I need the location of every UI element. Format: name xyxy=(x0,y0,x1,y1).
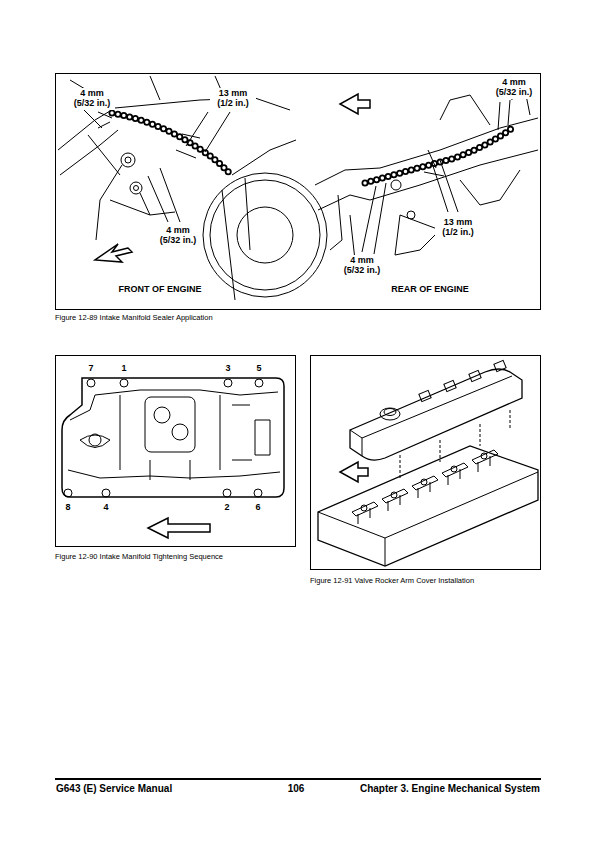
rocker-arm xyxy=(412,476,438,498)
dimension-label: 13 mm (1/2 in.) xyxy=(210,88,256,110)
view-label: REAR OF ENGINE xyxy=(389,284,471,296)
callout-number: 6 xyxy=(254,503,261,513)
figure-caption: Figure 12-90 Intake Manifold Tightening … xyxy=(55,553,223,561)
callout-number: 4 xyxy=(102,503,109,513)
callout-number: 3 xyxy=(224,364,231,374)
footer-text: Chapter 3. Engine Mechanical System xyxy=(360,783,540,794)
rocker-arm xyxy=(352,502,378,524)
dimension-label: 13 mm (1/2 in.) xyxy=(435,217,481,239)
dimension-label: 4 mm (5/32 in.) xyxy=(69,88,115,110)
dimension-label: 4 mm (5/32 in.) xyxy=(491,77,537,99)
callout-number: 7 xyxy=(87,364,94,374)
rocker-nut xyxy=(391,492,397,498)
view-label: FRONT OF ENGINE xyxy=(117,284,204,296)
rocker-arm xyxy=(382,489,408,511)
rocker-nut xyxy=(361,505,367,511)
figure-caption: Figure 12-91 Valve Rocker Arm Cover Inst… xyxy=(310,577,474,585)
callout-number: 2 xyxy=(223,503,230,513)
rocker-arm xyxy=(442,463,468,485)
dimension-label: 4 mm (5/32 in.) xyxy=(339,255,385,277)
rocker-nut xyxy=(481,453,487,459)
rocker-nut xyxy=(421,479,427,485)
callout-number: 8 xyxy=(64,503,71,513)
callout-number: 1 xyxy=(120,364,127,374)
figure-caption: Figure 12-89 Intake Manifold Sealer Appl… xyxy=(55,314,213,322)
footer-text: G643 (E) Service Manual xyxy=(56,783,172,794)
page-number: 106 xyxy=(288,783,305,794)
callout-number: 5 xyxy=(255,364,262,374)
rocker-nut xyxy=(451,466,457,472)
rocker-arm xyxy=(472,450,498,472)
dimension-label: 4 mm (5/32 in.) xyxy=(155,225,201,247)
